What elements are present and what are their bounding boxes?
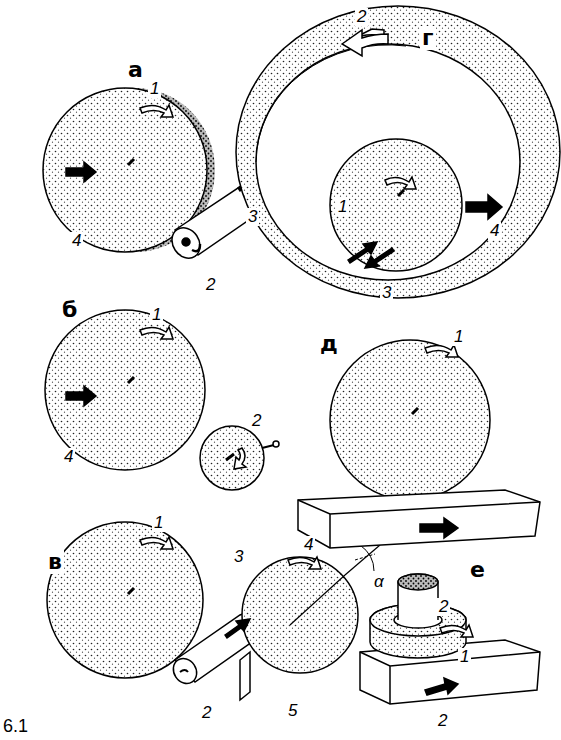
- callout-number: 4: [302, 536, 315, 554]
- callout-number: 1: [150, 306, 163, 324]
- panel-letter: а: [126, 58, 145, 82]
- callout-number: 2: [250, 412, 263, 430]
- figure-caption: 6.1: [3, 716, 28, 737]
- panel-letter: в: [46, 550, 64, 574]
- callout-number: 1: [152, 514, 165, 532]
- callout-number: α: [372, 573, 386, 591]
- panel-letter: б: [60, 298, 79, 322]
- callout-number: 2: [436, 712, 449, 730]
- callout-number: 3: [246, 208, 259, 226]
- callout-number: 2: [200, 704, 213, 722]
- callout-number: 5: [286, 702, 299, 720]
- callout-number: 3: [232, 548, 245, 566]
- callout-number: 1: [458, 648, 471, 666]
- panel-letter: г: [420, 26, 436, 50]
- panel-letter: д: [318, 332, 340, 356]
- callout-number: 2: [437, 598, 450, 616]
- callout-number: 4: [70, 232, 83, 250]
- callout-number: 1: [148, 80, 161, 98]
- callout-number: 4: [488, 222, 501, 240]
- panel-letter: е: [468, 558, 487, 582]
- callout-number: 1: [452, 328, 465, 346]
- callout-number: 2: [204, 276, 217, 294]
- callout-number: 1: [336, 198, 349, 216]
- callout-number: 3: [380, 284, 393, 302]
- callout-number: 2: [355, 8, 368, 26]
- callout-number: 4: [62, 448, 75, 466]
